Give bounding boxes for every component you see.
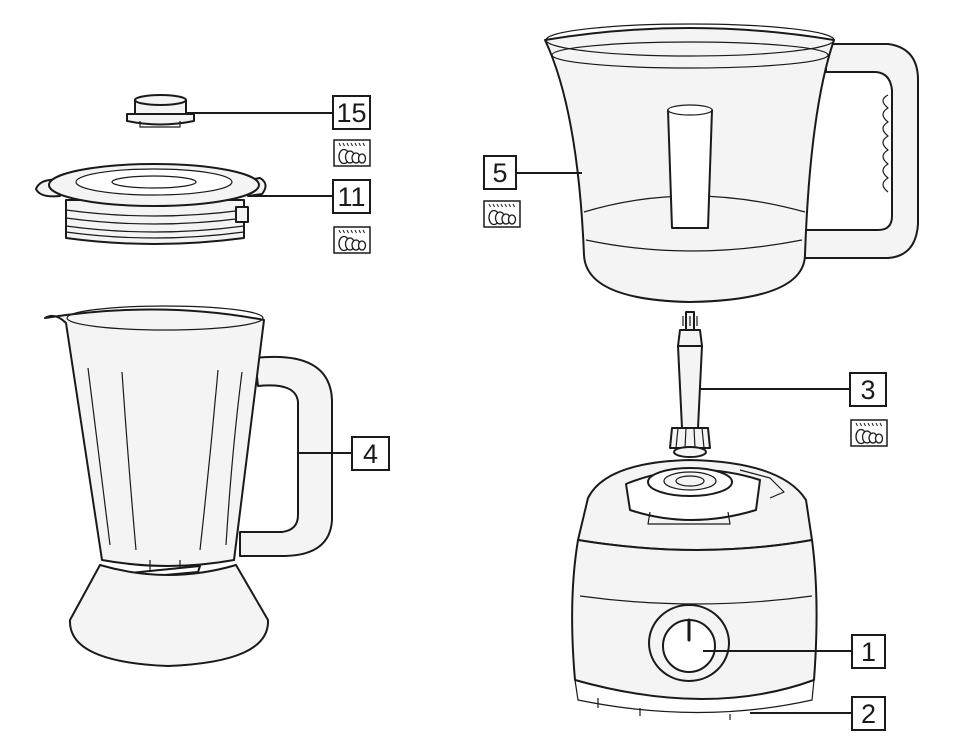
callout-5-label: 5 xyxy=(492,158,507,188)
callout-2-label: 2 xyxy=(861,699,876,729)
part-blender-jug xyxy=(44,305,333,667)
dishwasher-safe-icon xyxy=(333,139,371,167)
callout-15: 15 xyxy=(332,95,371,130)
callout-1-label: 1 xyxy=(861,637,876,667)
callout-15-label: 15 xyxy=(336,98,366,128)
dishwasher-safe-icon xyxy=(850,419,888,447)
part-drive-shaft xyxy=(669,311,711,458)
callout-11-label: 11 xyxy=(337,182,365,212)
callout-1: 1 xyxy=(851,634,886,669)
callout-4-label: 4 xyxy=(363,439,378,469)
callout-3-label: 3 xyxy=(860,375,875,405)
part-lid-cap xyxy=(126,94,195,128)
callout-11: 11 xyxy=(332,179,371,214)
part-motor-base xyxy=(571,459,818,720)
dishwasher-safe-icon xyxy=(333,226,371,254)
part-processor-bowl xyxy=(544,23,919,303)
part-lid xyxy=(35,163,267,245)
callout-2: 2 xyxy=(851,696,886,731)
callout-5: 5 xyxy=(483,155,517,190)
callout-4: 4 xyxy=(351,436,390,471)
callout-3: 3 xyxy=(849,372,887,407)
dishwasher-safe-icon xyxy=(483,200,521,228)
